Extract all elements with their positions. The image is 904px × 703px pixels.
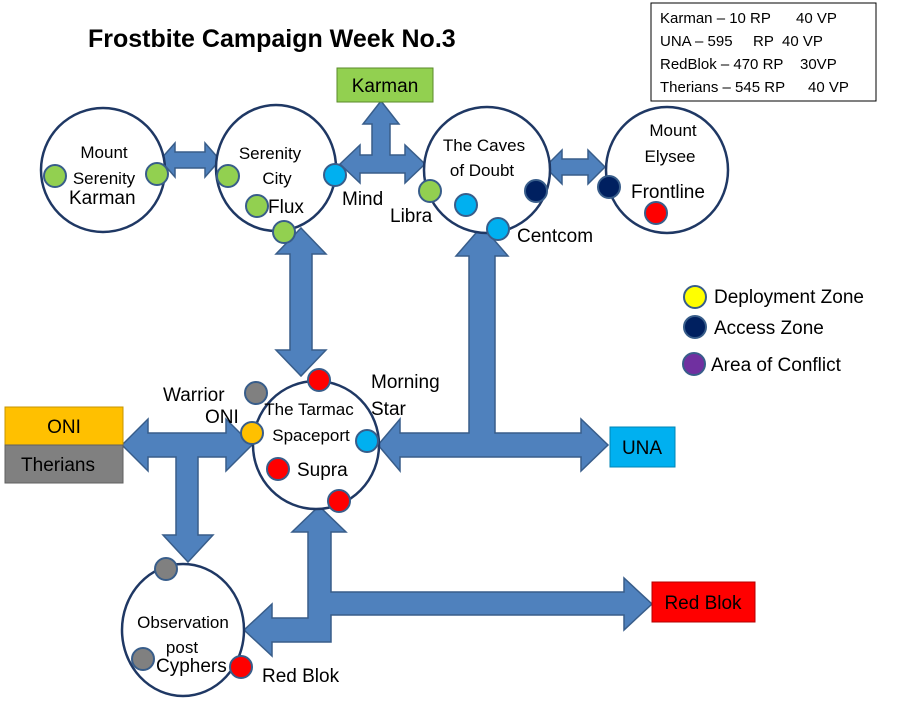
marker-una-blue: [486, 217, 510, 241]
mount-elysee-name-line2: Elysee: [644, 147, 695, 166]
legend-deployment-swatch: [683, 285, 707, 309]
label-karman: Karman: [69, 188, 136, 209]
marker-una-blue: [454, 193, 478, 217]
marker-karman-green: [43, 164, 67, 188]
marker-karman-green: [418, 179, 442, 203]
faction-oni-label: ONI: [47, 417, 81, 438]
label-supra: Supra: [297, 460, 348, 481]
faction-karman-label: Karman: [352, 76, 419, 97]
label-oni-marker: ONI: [205, 407, 239, 428]
score-box: Karman – 10 RP 40 VP UNA – 595 RP 40 VP …: [650, 2, 877, 102]
score-redblok: RedBlok – 470 RP: [660, 56, 783, 73]
faction-karman: Karman: [336, 67, 434, 103]
label-centcom: Centcom: [517, 226, 593, 247]
page-title: Frostbite Campaign Week No.3: [88, 25, 456, 53]
marker-redblok-red: [266, 457, 290, 481]
label-warrior: Warrior: [163, 385, 225, 406]
faction-red-blok: Red Blok: [651, 581, 756, 623]
caves-name-line2: of Doubt: [450, 161, 515, 180]
marker-karman-green: [272, 220, 296, 244]
label-frontline: Frontline: [631, 182, 705, 203]
score-una: UNA – 595: [660, 33, 733, 50]
arrow-tarmac-una-caves: [377, 224, 610, 474]
node-mount-elysee: [604, 105, 730, 235]
legend-deployment-label: Deployment Zone: [714, 287, 864, 308]
arrow-caves-mount-elysee: [543, 148, 607, 186]
location-nodes: [39, 103, 730, 698]
tarmac-name-line1: The Tarmac: [264, 400, 354, 419]
serenity-city-name-line1: Serenity: [239, 144, 302, 163]
legend-conflict-label: Area of Conflict: [711, 355, 842, 376]
score-karman: Karman – 10 RP: [660, 10, 771, 27]
marker-karman-green: [145, 162, 169, 186]
label-red-blok-marker: Red Blok: [262, 666, 340, 687]
arrow-tarmac-redblok-observation: [242, 504, 654, 658]
caves-name-line1: The Caves: [443, 136, 525, 155]
score-karman-vp: 40 VP: [796, 10, 837, 27]
marker-therians-grey: [244, 381, 268, 405]
score-una-rp: RP: [753, 33, 774, 50]
legend-access-swatch: [683, 315, 707, 339]
arrow-serenity-tarmac: [274, 226, 328, 378]
arrow-serenity-karman-caves: [338, 99, 427, 185]
legend-access-label: Access Zone: [714, 318, 824, 339]
label-flux: Flux: [268, 197, 304, 218]
mount-serenity-name-line1: Mount: [80, 143, 128, 162]
zone-markers: [43, 162, 668, 679]
label-morning: Morning: [371, 372, 440, 393]
marker-karman-green: [245, 194, 269, 218]
arrow-oni-tarmac-observation: [120, 417, 254, 564]
label-libra: Libra: [390, 206, 433, 227]
score-therians-vp: 40 VP: [808, 79, 849, 96]
label-mind: Mind: [342, 189, 383, 210]
faction-oni: ONI: [4, 406, 124, 446]
faction-una: UNA: [609, 426, 676, 468]
label-cyphers: Cyphers: [156, 656, 227, 677]
marker-redblok-red: [229, 655, 253, 679]
marker-access-navy: [524, 179, 548, 203]
observation-name-line1: Observation: [137, 613, 229, 632]
marker-access-navy: [597, 175, 621, 199]
marker-redblok-red: [644, 201, 668, 225]
marker-oni-orange: [240, 421, 264, 445]
marker-una-blue: [323, 163, 347, 187]
marker-una-blue: [355, 429, 379, 453]
serenity-city-name-line2: City: [262, 169, 292, 188]
score-redblok-vp: 30VP: [800, 56, 837, 73]
faction-therians-label: Therians: [21, 455, 95, 476]
score-una-vp: 40 VP: [782, 33, 823, 50]
mount-serenity-name-line2: Serenity: [73, 169, 136, 188]
arrow-mount-serenity-serenity-city: [158, 141, 222, 179]
faction-una-label: UNA: [622, 438, 662, 459]
mount-elysee-name-line1: Mount: [649, 121, 697, 140]
label-star: Star: [371, 399, 407, 420]
connections: [120, 99, 654, 658]
legend: Deployment Zone Access Zone Area of Conf…: [682, 285, 864, 376]
score-therians: Therians – 545 RP: [660, 79, 785, 96]
faction-therians: Therians: [4, 444, 124, 484]
marker-therians-grey: [131, 647, 155, 671]
legend-conflict-swatch: [682, 352, 706, 376]
tarmac-name-line2: Spaceport: [272, 426, 350, 445]
marker-therians-grey: [154, 557, 178, 581]
marker-redblok-red: [327, 489, 351, 513]
faction-red-blok-label: Red Blok: [664, 593, 742, 614]
marker-karman-green: [216, 164, 240, 188]
observation-name-line2: post: [166, 638, 198, 657]
marker-redblok-red: [307, 368, 331, 392]
